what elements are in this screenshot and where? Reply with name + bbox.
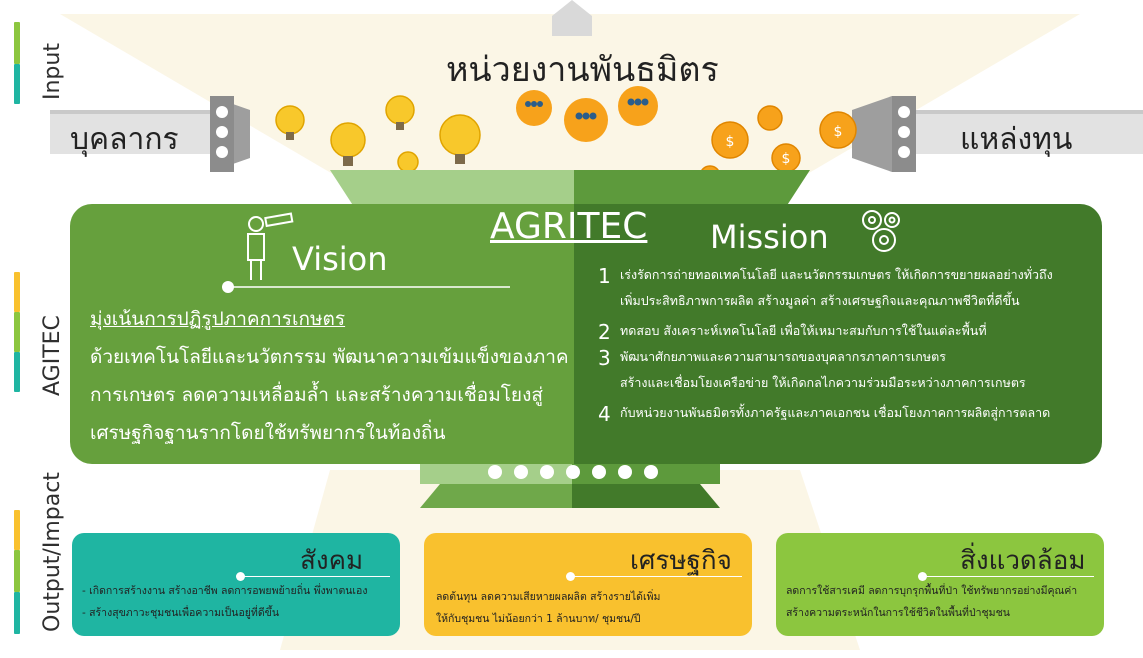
mission-item: 3 พัฒนาศักยภาพและความสามารถของบุคลากรภาค… — [598, 344, 1098, 396]
social-line-2: - สร้างสุขภาวะชุมชนเพื่อความเป็นอยู่ที่ด… — [82, 607, 280, 619]
input-bar-teal — [14, 64, 20, 104]
economy-line-1: ลดต้นทุน ลดความเสียหายผลผลิต สร้างรายได้… — [436, 591, 661, 603]
environment-line — [922, 576, 1094, 577]
output-label: Output/Impact — [40, 472, 65, 632]
environment-line-2: สร้างความตระหนักในการใช้ชีวิตในพื้นที่ป่… — [786, 607, 1010, 619]
economy-line — [570, 576, 742, 577]
environment-card — [776, 533, 1104, 636]
output-bar-teal — [14, 592, 20, 634]
mission-list: 1 เร่งรัดการถ่ายทอดเทคโนโลยี และนวัตกรรม… — [598, 262, 1098, 426]
svg-text:$: $ — [834, 124, 843, 140]
gears-icon — [862, 210, 900, 252]
telescope-person-icon — [247, 212, 294, 280]
agitec-bar-teal — [14, 352, 20, 392]
environment-title: สิ่งแวดล้อม — [960, 546, 1086, 576]
mission-item: 1 เร่งรัดการถ่ายทอดเทคโนโลยี และนวัตกรรม… — [598, 262, 1098, 314]
agitec-bar-green — [14, 312, 20, 352]
mission-number: 4 — [598, 402, 611, 426]
output-bar-yellow — [14, 510, 20, 550]
mission-number: 3 — [598, 346, 611, 370]
connector-dots — [488, 464, 670, 483]
mission-item: 2 ทดสอบ สังเคราะห์เทคโนโลยี เพื่อให้เหมา… — [598, 318, 1098, 344]
mission-title: Mission — [710, 218, 829, 256]
social-title: สังคม — [300, 546, 364, 576]
right-pipe-label: แหล่งทุน — [960, 122, 1073, 157]
mission-line: ทดสอบ สังเคราะห์เทคโนโลยี เพื่อให้เหมาะส… — [620, 323, 987, 338]
svg-text:$: $ — [782, 151, 791, 167]
vision-line-2: ด้วยเทคโนโลยีและนวัตกรรม พัฒนาความเข้มแข… — [90, 346, 569, 368]
mission-panel — [574, 204, 1102, 464]
mission-number: 2 — [598, 320, 611, 344]
social-line-1: - เกิดการสร้างงาน สร้างอาชีพ ลดการอพยพย้… — [82, 585, 368, 597]
vision-text: มุ่งเน้นการปฏิรูปภาคการเกษตร ด้วยเทคโนโล… — [90, 300, 569, 452]
light-bulb-icons — [275, 95, 481, 177]
vision-panel — [70, 204, 574, 464]
svg-text:$: $ — [726, 134, 735, 150]
mission-line: เพิ่มประสิทธิภาพการผลิต สร้างมูลค่า สร้า… — [620, 293, 1020, 308]
social-line — [240, 576, 390, 577]
vision-line-4: เศรษฐกิจฐานรากโดยใช้ทรัพยากรในท้องถิ่น — [90, 422, 446, 444]
vision-line-1: มุ่งเน้นการปฏิรูปภาคการเกษตร — [90, 308, 346, 330]
partners-title: หน่วยงานพันธมิตร — [446, 50, 719, 90]
economy-card — [424, 533, 752, 636]
agritec-panel — [70, 204, 1102, 464]
output-bar-green — [14, 550, 20, 592]
partner-gear-icons — [516, 86, 658, 142]
economy-title: เศรษฐกิจ — [630, 546, 732, 576]
input-bar-green — [14, 22, 20, 64]
left-pipe — [50, 96, 250, 172]
social-card — [72, 533, 400, 636]
mission-item: 4 กับหน่วยงานพันธมิตรทั้งภาครัฐและภาคเอก… — [598, 400, 1098, 426]
mission-line: กับหน่วยงานพันธมิตรทั้งภาครัฐและภาคเอกชน… — [620, 405, 1051, 420]
mission-line: เร่งรัดการถ่ายทอดเทคโนโลยี และนวัตกรรมเก… — [620, 267, 1053, 282]
vision-title: Vision — [292, 240, 388, 278]
agritec-title: AGRITEC — [490, 206, 648, 247]
vision-line-3: การเกษตร ลดความเหลื่อมล้ำ และสร้างความเช… — [90, 384, 543, 406]
mission-line: สร้างและเชื่อมโยงเครือข่าย ให้เกิดกลไกคว… — [620, 375, 1026, 390]
mission-line: พัฒนาศักยภาพและความสามารถของบุคลากรภาคกา… — [620, 349, 946, 364]
economy-line-2: ให้กับชุมชน ไม่น้อยกว่า 1 ล้านบาท/ ชุมชน… — [436, 613, 641, 625]
left-pipe-label: บุคลากร — [70, 122, 179, 157]
agitec-label: AGITEC — [40, 315, 65, 396]
vision-divider — [222, 281, 510, 293]
right-pipe — [852, 96, 1143, 172]
input-label: Input — [40, 43, 65, 100]
environment-line-1: ลดการใช้สารเคมี ลดการบุกรุกพื้นที่ป่า ใช… — [786, 585, 1078, 597]
mission-number: 1 — [598, 264, 611, 288]
funnel-top — [330, 170, 810, 210]
agitec-bar-yellow — [14, 272, 20, 312]
